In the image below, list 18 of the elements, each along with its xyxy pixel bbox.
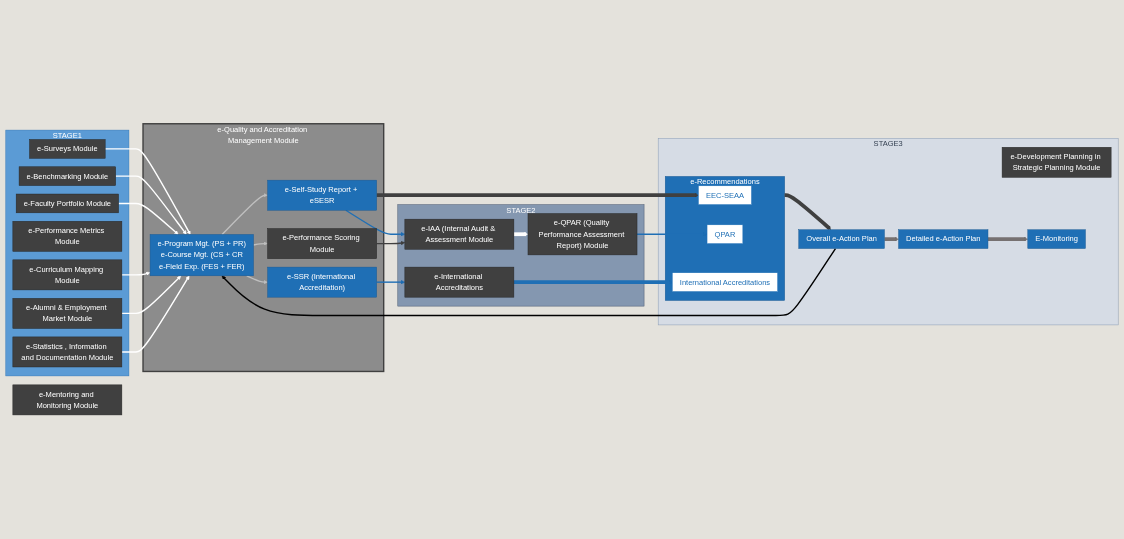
- arrow: [883, 237, 899, 242]
- arrow: [117, 202, 179, 235]
- arrow: [375, 193, 699, 198]
- arrow: [104, 148, 191, 235]
- arrow: [221, 248, 837, 317]
- arrow: [783, 193, 832, 231]
- arrow: [345, 209, 406, 237]
- arrow: [121, 275, 190, 353]
- arrow: [121, 271, 151, 276]
- arrow: [987, 237, 1028, 242]
- arrow: [252, 241, 268, 246]
- arrow: [375, 280, 406, 285]
- arrow: [221, 193, 268, 236]
- arrow: [114, 175, 187, 235]
- arrow: [375, 241, 406, 246]
- arrow: [121, 275, 182, 315]
- arrow: [246, 275, 268, 285]
- arrow: [513, 232, 529, 237]
